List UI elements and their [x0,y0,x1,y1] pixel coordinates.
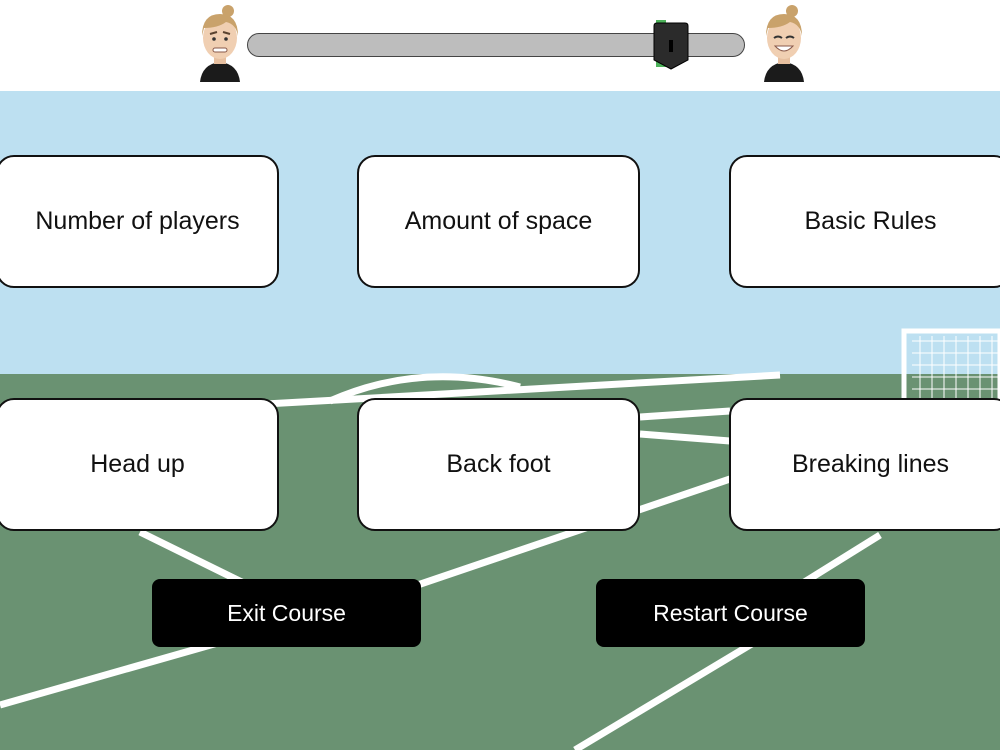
restart-course-label: Restart Course [653,599,808,626]
topic-breaking-lines-button[interactable]: Breaking lines [729,398,1000,531]
topic-label: Amount of space [404,207,593,235]
topic-head-up-button[interactable]: Head up [0,398,279,531]
topic-label: Breaking lines [791,450,950,478]
progress-handle-icon [653,22,689,70]
topic-label: Head up [90,450,185,478]
restart-course-button[interactable]: Restart Course [596,579,865,647]
topic-label: Number of players [35,207,240,235]
topic-back-foot-button[interactable]: Back foot [357,398,640,531]
topic-amount-of-space-button[interactable]: Amount of space [357,155,640,288]
unhappy-coach-avatar-icon [200,5,240,82]
topic-label: Back foot [446,450,551,478]
progress-header [0,0,1000,91]
exit-course-button[interactable]: Exit Course [152,579,421,647]
topic-number-of-players-button[interactable]: Number of players [0,155,279,288]
topic-label: Basic Rules [804,207,937,235]
happy-coach-avatar-icon [764,5,804,82]
exit-course-label: Exit Course [227,599,346,626]
topic-basic-rules-button[interactable]: Basic Rules [729,155,1000,288]
